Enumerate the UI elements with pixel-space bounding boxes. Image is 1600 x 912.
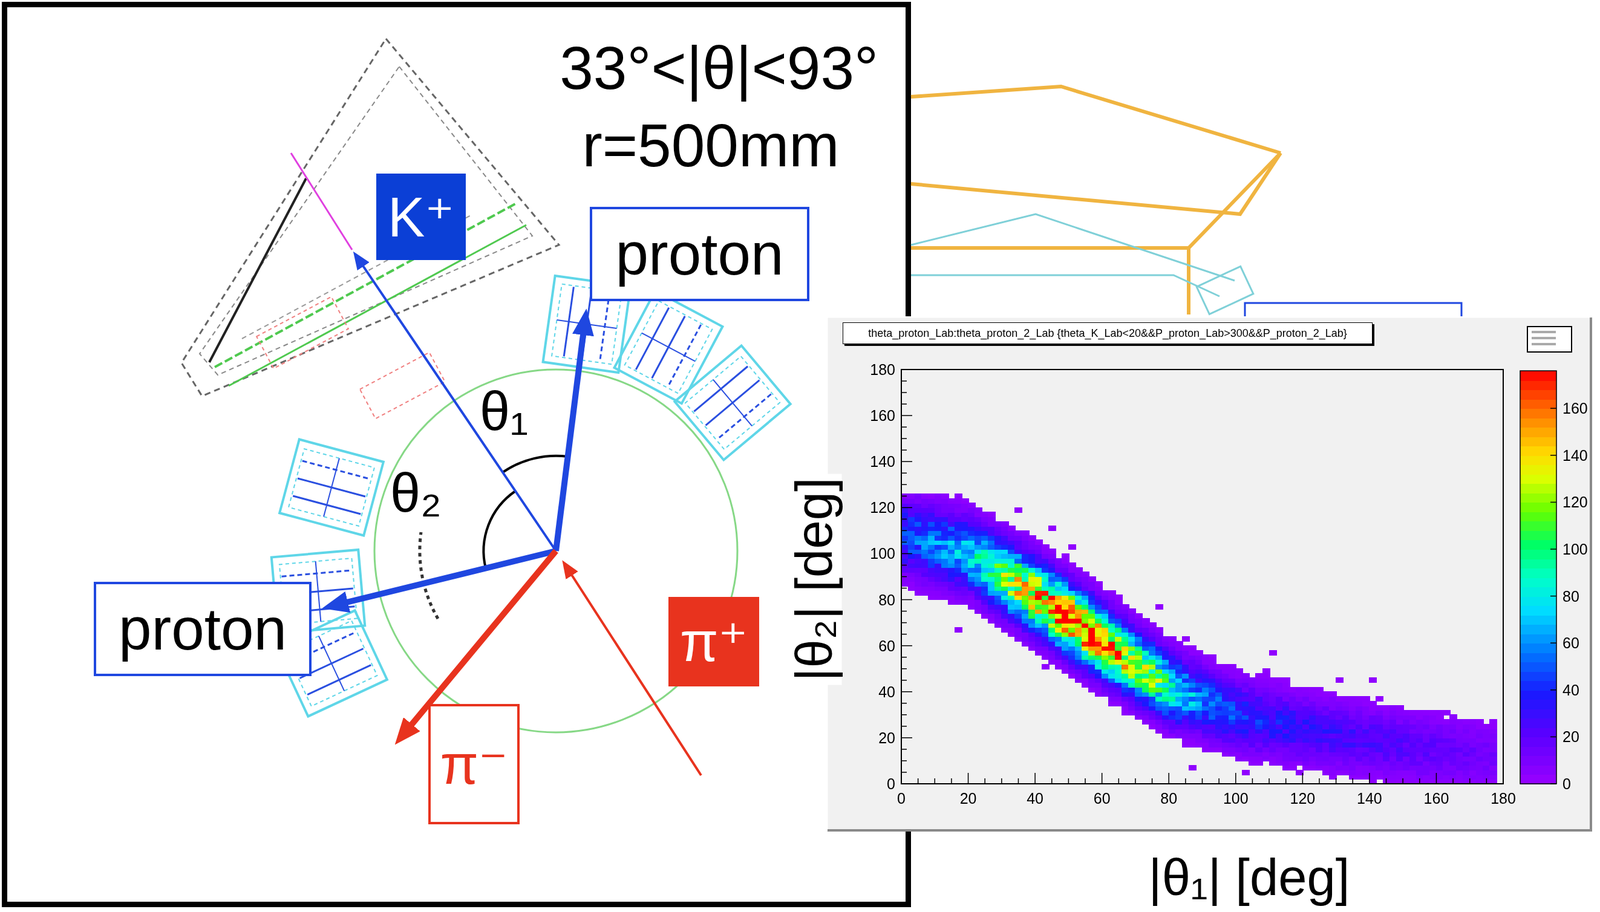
- particle-label-box: π⁻: [428, 704, 520, 825]
- angle-label: θ₁: [479, 384, 529, 439]
- node-text: proton: [118, 599, 287, 659]
- angle-label: θ₂: [390, 465, 442, 521]
- proton-track: [345, 551, 556, 604]
- particle-tag: K⁺: [376, 173, 466, 261]
- kaon-track: [362, 264, 556, 552]
- x-tick-label: 140: [1356, 791, 1383, 807]
- x-tick-label: 80: [1160, 791, 1178, 807]
- pion-track: [410, 551, 556, 727]
- plot-title-box: theta_proton_Lab:theta_proton_2_Lab {the…: [842, 322, 1373, 345]
- x-tick-label: 100: [1223, 791, 1249, 807]
- x-tick-label: 120: [1290, 791, 1316, 807]
- acceptance-text: 33°<|θ|<93°: [559, 37, 879, 98]
- colorbar-tick-label: 20: [1562, 729, 1580, 745]
- colorbar-tick-label: 0: [1562, 776, 1571, 792]
- proton-track: [555, 332, 584, 552]
- colorbar-tick-label: 40: [1562, 682, 1580, 698]
- particle-label-box: proton: [589, 206, 810, 302]
- node-text: π⁺: [679, 613, 748, 670]
- node-text: K⁺: [387, 189, 455, 245]
- kaon-spectrometer: [181, 38, 559, 419]
- x-tick-label: 180: [1490, 791, 1516, 807]
- colorbar-tick-label: 120: [1562, 494, 1588, 510]
- node-text: theta_proton_Lab:theta_proton_2_Lab {the…: [868, 327, 1348, 339]
- y-tick-label: 0: [886, 776, 896, 792]
- y-tick-label: 80: [878, 592, 896, 608]
- x-tick-label: 20: [960, 791, 977, 807]
- angle-arc: [502, 456, 569, 473]
- y-tick-label: 20: [878, 730, 896, 746]
- x-tick-label: 40: [1026, 791, 1044, 807]
- background-detector-outline: [911, 86, 1462, 340]
- node-text: proton: [615, 224, 784, 284]
- y-tick-label: 100: [869, 546, 896, 562]
- node-text: π⁻: [439, 736, 508, 793]
- x-axis-title: |θ₁| [deg]: [1148, 851, 1351, 904]
- radius-text: r=500mm: [581, 114, 840, 176]
- detector-modules: [271, 275, 791, 717]
- colorbar-tick-label: 160: [1562, 401, 1588, 417]
- colorbar-tick-label: 140: [1562, 447, 1588, 463]
- colorbar-tick-label: 80: [1562, 588, 1580, 604]
- x-tick-label: 0: [897, 791, 906, 807]
- histogram-panel: [826, 316, 1593, 832]
- colorbar-tick-label: 100: [1562, 542, 1588, 558]
- y-axis-title: |θ₂| [deg]: [785, 473, 843, 685]
- particle-label-box: proton: [93, 581, 312, 677]
- y-tick-label: 40: [878, 684, 896, 700]
- y-tick-label: 140: [869, 454, 896, 470]
- y-tick-label: 160: [869, 408, 896, 424]
- x-tick-label: 160: [1423, 791, 1450, 807]
- inner-chamber-arc: [419, 532, 438, 619]
- x-tick-label: 60: [1093, 791, 1111, 807]
- particle-tag: π⁺: [668, 597, 760, 687]
- y-tick-label: 180: [869, 361, 896, 377]
- y-tick-label: 120: [869, 500, 896, 516]
- angle-arc: [483, 491, 516, 569]
- colorbar-tick-label: 60: [1562, 635, 1580, 651]
- y-tick-label: 60: [878, 638, 896, 654]
